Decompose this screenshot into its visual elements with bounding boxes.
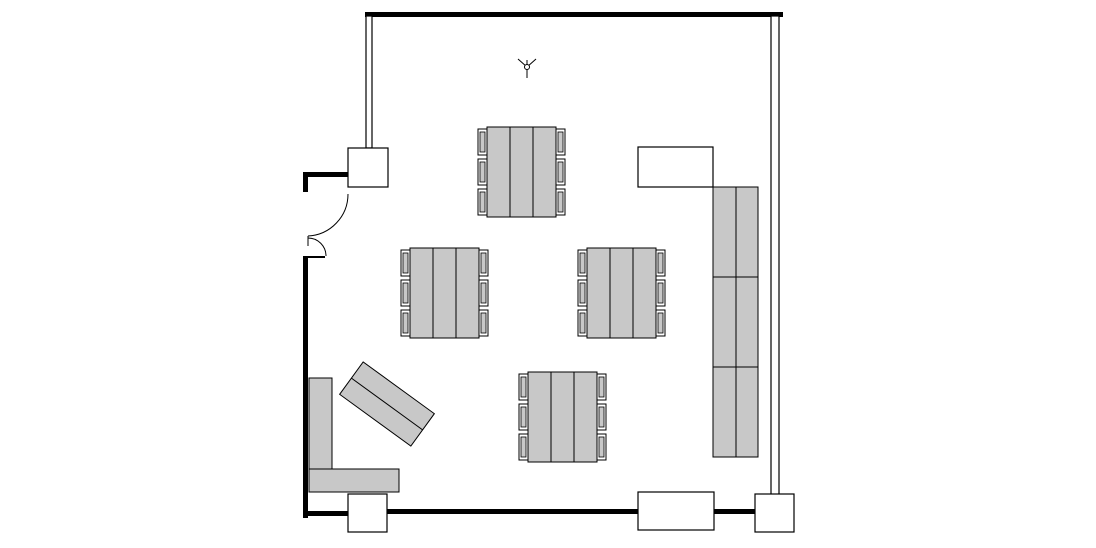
bottom-wall-left (303, 511, 349, 516)
entry-door (307, 193, 349, 257)
door-jamb-bottom (303, 256, 325, 258)
column-lower-left (347, 493, 388, 533)
chair (518, 403, 529, 431)
chair (655, 249, 666, 277)
left-lower-wall (303, 256, 308, 518)
table-cluster-left (400, 247, 489, 339)
chair (478, 249, 489, 277)
chair (400, 279, 411, 307)
left-door-jamb-top (303, 172, 308, 192)
angled-counter-lower-left (338, 361, 436, 447)
chair (655, 279, 666, 307)
cabinet-upper-right (637, 146, 714, 188)
bottom-wall-right (714, 509, 755, 514)
chair (400, 249, 411, 277)
left-upper-wall (365, 15, 373, 149)
chair (596, 433, 607, 461)
top-wall (365, 12, 783, 17)
chair (477, 158, 488, 186)
exterior-walls (303, 12, 783, 518)
column-lower-right (754, 493, 795, 533)
counter-left-horizontal (308, 468, 400, 493)
table-top (409, 247, 480, 339)
left-door-header (303, 172, 348, 177)
structural-columns (347, 147, 795, 533)
chair (518, 433, 529, 461)
cabinets (637, 146, 715, 531)
chair (577, 249, 588, 277)
chair (400, 309, 411, 337)
chair (555, 128, 566, 156)
cabinet-bottom (637, 491, 715, 531)
chair (478, 279, 489, 307)
chair (477, 188, 488, 216)
door-swing-arc (307, 193, 349, 237)
table-top (586, 247, 657, 339)
l-counter-lower-left (308, 377, 400, 493)
presenter-figure (517, 58, 537, 78)
chair (577, 279, 588, 307)
chair (477, 128, 488, 156)
counter-left-vertical (308, 377, 333, 470)
table-cluster-top (477, 126, 566, 218)
table-cluster-right (577, 247, 666, 339)
right-wall (770, 15, 780, 496)
door-swing-arc-small (307, 237, 327, 257)
table-top (486, 126, 557, 218)
chair (577, 309, 588, 337)
chair (655, 309, 666, 337)
bottom-wall-mid (386, 509, 638, 514)
chair (518, 373, 529, 401)
table-clusters (400, 126, 666, 463)
chair (555, 158, 566, 186)
table-top (527, 371, 598, 463)
column-upper-left (347, 147, 389, 188)
chair (555, 188, 566, 216)
chair (596, 373, 607, 401)
table-cluster-bottom (518, 371, 607, 463)
long-counter-right (712, 186, 759, 458)
chair (596, 403, 607, 431)
chair (478, 309, 489, 337)
